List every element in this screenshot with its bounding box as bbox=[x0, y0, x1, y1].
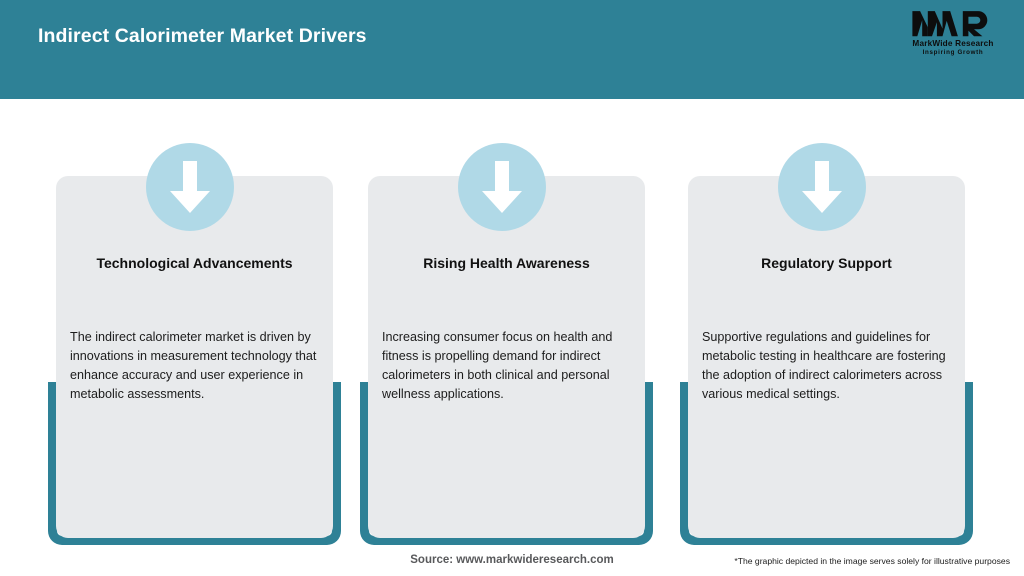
driver-card-1[interactable]: Technological Advancements The indirect … bbox=[48, 143, 341, 546]
down-arrow-icon bbox=[170, 161, 210, 213]
driver-card-2[interactable]: Rising Health Awareness Increasing consu… bbox=[360, 143, 653, 546]
card-title: Regulatory Support bbox=[761, 255, 892, 271]
card-icon-badge bbox=[146, 143, 234, 231]
logo-company-name: MarkWide Research bbox=[912, 39, 994, 48]
card-description: Increasing consumer focus on health and … bbox=[382, 330, 613, 401]
card-icon-badge bbox=[458, 143, 546, 231]
page-title: Indirect Calorimeter Market Drivers bbox=[38, 25, 367, 47]
mwr-monogram-icon bbox=[912, 11, 988, 37]
card-title: Rising Health Awareness bbox=[423, 255, 590, 271]
card-accent-backing bbox=[680, 382, 973, 545]
card-description: Supportive regulations and guidelines fo… bbox=[702, 330, 946, 401]
down-arrow-icon bbox=[482, 161, 522, 213]
driver-card-3[interactable]: Regulatory Support Supportive regulation… bbox=[680, 143, 973, 546]
logo-tagline: Inspiring Growth bbox=[922, 49, 984, 56]
footer-source-text: Source: www.markwideresearch.com bbox=[410, 554, 614, 566]
card-body bbox=[56, 176, 333, 538]
card-body bbox=[368, 176, 645, 538]
card-icon-badge bbox=[778, 143, 866, 231]
card-accent-backing bbox=[48, 382, 341, 545]
header-band bbox=[0, 0, 1024, 99]
down-arrow-icon bbox=[802, 161, 842, 213]
card-description: The indirect calorimeter market is drive… bbox=[70, 330, 317, 401]
card-body bbox=[688, 176, 965, 538]
brand-logo: MarkWide Research Inspiring Growth bbox=[900, 8, 1006, 60]
footer-disclaimer-text: *The graphic depicted in the image serve… bbox=[734, 556, 1010, 566]
card-accent-backing bbox=[360, 382, 653, 545]
card-title: Technological Advancements bbox=[96, 255, 293, 271]
